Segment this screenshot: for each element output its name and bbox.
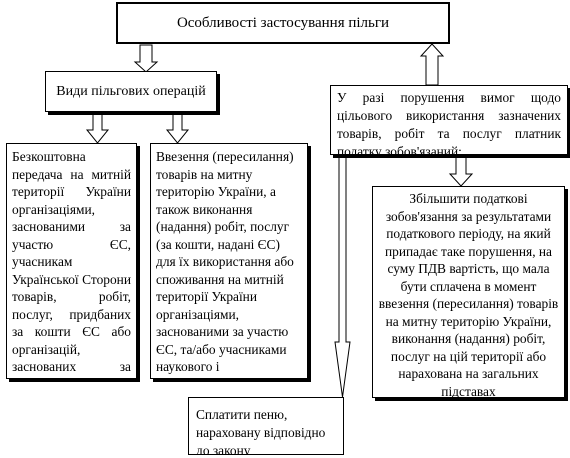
arrow-violation-to-penalty — [334, 155, 351, 398]
increase-liability-text: Збільшити податкові зобов'язання за резу… — [378, 191, 559, 398]
operation-types-box: Види пільгових операцій — [45, 71, 217, 112]
arrow-title-to-types — [133, 44, 159, 73]
operation-types-text: Види пільгових операцій — [56, 83, 206, 99]
increase-liability-box: Збільшити податкові зобов'язання за резу… — [372, 186, 565, 398]
free-transfer-text: Безкоштовна передача на митній території… — [12, 149, 131, 378]
title-box: Особливості застосування пільги — [116, 2, 450, 44]
arrow-violation-to-title — [419, 43, 445, 86]
import-text: Ввезення (пересилання) товарів на митну … — [156, 149, 294, 378]
violation-text: У разі порушення вимог щодо цільового ви… — [337, 90, 561, 155]
violation-box: У разі порушення вимог щодо цільового ви… — [330, 85, 568, 155]
import-box: Ввезення (пересилання) товарів на митну … — [150, 143, 308, 379]
free-transfer-box: Безкоштовна передача на митній території… — [6, 143, 137, 379]
title-text: Особливості застосування пільги — [176, 14, 390, 31]
arrow-types-to-free — [85, 111, 110, 144]
arrow-types-to-import — [165, 111, 190, 144]
penalty-text: Сплатити пеню, нараховану відповідно до … — [196, 407, 326, 455]
arrow-violation-to-increase — [448, 155, 474, 187]
penalty-box: Сплатити пеню, нараховану відповідно до … — [188, 397, 344, 455]
